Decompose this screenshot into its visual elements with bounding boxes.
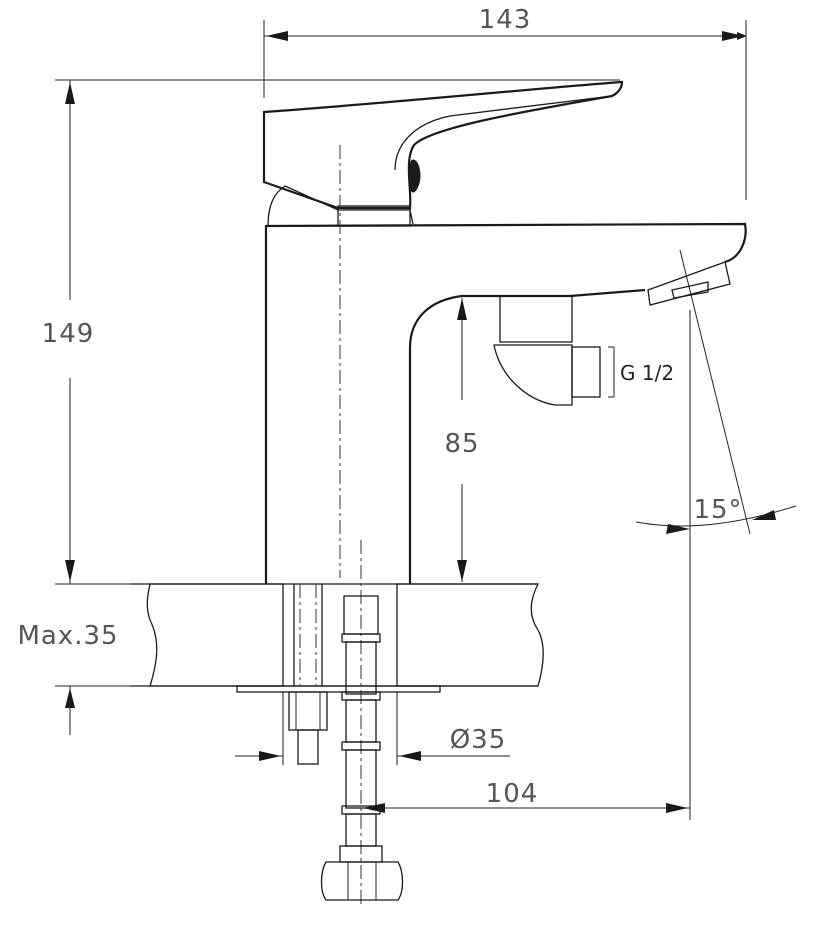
faucet-column <box>264 222 747 584</box>
countertop-right-block <box>396 583 544 687</box>
dimension-spout-height: 85 <box>444 298 479 582</box>
spout-underside <box>408 288 646 584</box>
stud-threaded-end <box>297 729 319 765</box>
faucet-body <box>262 80 747 584</box>
dimension-height: 149 <box>42 79 620 585</box>
mounting-plate <box>236 685 441 693</box>
thread-label: G 1/2 <box>620 361 674 385</box>
dimension-angle-label: 15° <box>693 495 742 525</box>
countertop-section <box>130 583 544 693</box>
inlet-connection <box>493 296 601 406</box>
cartridge-ring <box>337 205 411 227</box>
dimension-max-thickness: Max.35 <box>17 621 130 735</box>
dimension-height-label: 149 <box>42 319 95 349</box>
dimension-reach: 104 <box>361 310 691 820</box>
dimension-hole-diameter: Ø35 <box>235 692 510 765</box>
countertop-left-block <box>146 583 284 687</box>
hose-braid-upper <box>345 641 377 695</box>
dimension-width: 143 <box>263 5 747 200</box>
dimension-max-thickness-label: Max.35 <box>17 621 118 651</box>
hose-nut <box>320 861 404 901</box>
mounting-stud <box>288 584 328 765</box>
dimension-spout-height-label: 85 <box>444 429 479 459</box>
flexible-hose <box>320 595 404 901</box>
aerator <box>671 281 709 299</box>
dimension-angle: 15° <box>635 249 797 535</box>
spout-tip <box>647 261 731 306</box>
mounting-nut <box>288 691 328 731</box>
temperature-indicator-icon <box>409 159 421 193</box>
dimension-hole-diameter-label: Ø35 <box>450 725 507 755</box>
dimension-width-label: 143 <box>479 5 532 35</box>
dimension-reach-label: 104 <box>486 779 539 809</box>
lever-inner-curve <box>394 95 613 171</box>
thread-callout: G 1/2 <box>608 346 674 398</box>
